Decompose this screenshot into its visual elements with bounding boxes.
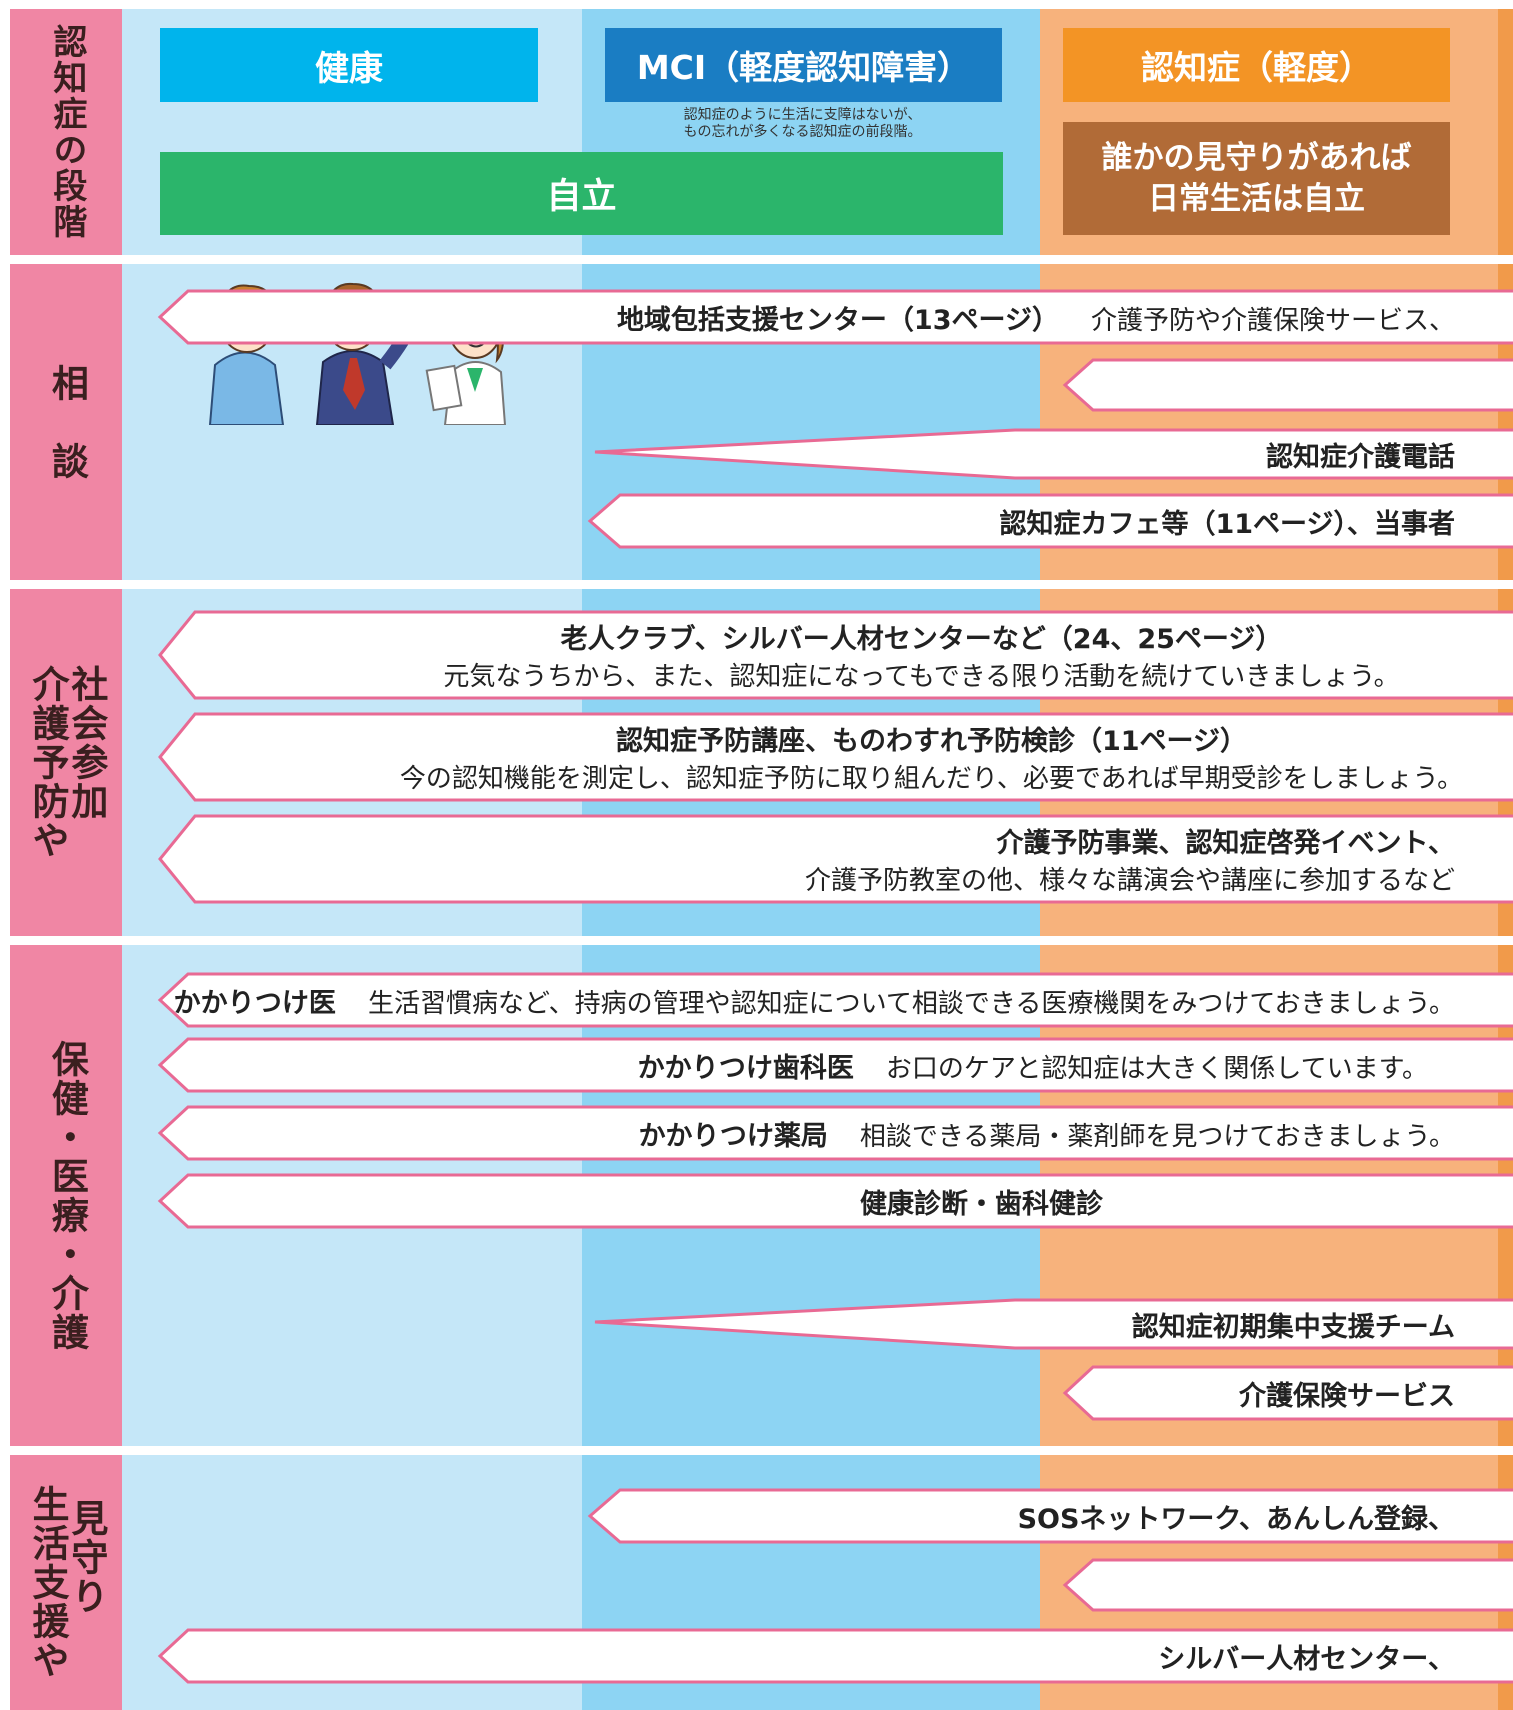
arrow-health-checkup: 健康診断・歯科健診 (157, 1173, 1513, 1229)
arrow-text: 認知症初期集中支援チーム (1132, 1300, 1455, 1348)
stage-dementia-mild: 認知症（軽度） (1063, 28, 1450, 102)
stage-health: 健康 (160, 28, 538, 102)
arrow-shape (157, 1628, 1513, 1684)
arrow-text: SOSネットワーク、あんしん登録、 (1018, 1490, 1455, 1542)
arrow-silver-center: シルバー人材センター、 (157, 1628, 1513, 1684)
arrow-text: かかりつけ薬局相談できる薬局・薬剤師を見つけておきましょう。 (639, 1107, 1455, 1159)
arrow-text: かかりつけ歯科医お口のケアと認知症は大きく関係しています。 (638, 1039, 1428, 1091)
arrow-family-dentist: かかりつけ歯科医お口のケアと認知症は大きく関係しています。 (157, 1037, 1513, 1093)
arrow-title: かかりつけ薬局 (638, 1120, 828, 1152)
row-label-prevention: 介護予防や 社会参加 (10, 589, 122, 936)
arrow-text: シルバー人材センター、 (1158, 1630, 1455, 1682)
arrow-dementia-cafe: 認知症カフェ等（11ページ）、当事者 (587, 493, 1513, 549)
stage-watch: 誰かの見守りがあれば 日常生活は自立 (1063, 122, 1450, 235)
arrow-senior-club: 老人クラブ、シルバー人材センターなど（24、25ページ） 元気なうちから、また、… (158, 610, 1513, 700)
arrow-title: 健康診断・歯科健診 (860, 1188, 1103, 1220)
stage-independent-label: 自立 (546, 177, 617, 217)
mci-note-line1: 認知症のように生活に支障はないが、 (683, 107, 922, 123)
arrow-shape (158, 814, 1513, 904)
row-separator (0, 936, 1513, 945)
arrow-prevention-course: 認知症予防講座、ものわすれ予防検診（11ページ） 今の認知機能を測定し、認知症予… (158, 712, 1513, 802)
arrow-title: 認知症予防講座、ものわすれ予防検診（11ページ） (615, 726, 1248, 757)
arrow-title: SOSネットワーク、あんしん登録、 (1017, 1503, 1455, 1535)
row-separator (0, 1446, 1513, 1455)
arrow-title: シルバー人材センター、 (1158, 1643, 1455, 1675)
stage-independent: 自立 (160, 152, 1003, 235)
arrow-text: 介護保険サービス (1239, 1367, 1455, 1419)
arrow-shape (594, 428, 1513, 480)
arrow-desc: 元気なうちから、また、認知症になってもできる限り活動を続けていきましょう。 (443, 662, 1400, 692)
arrow-shape (157, 289, 1513, 345)
arrow-text: 介護予防事業、認知症啓発イベント、 介護予防教室の他、様々な講演会や講座に参加す… (805, 816, 1455, 902)
arrow-sos-network: SOSネットワーク、あんしん登録、 (587, 1488, 1513, 1544)
arrow-shape (587, 493, 1513, 549)
stage-watch-line2: 日常生活は自立 (1148, 180, 1365, 217)
mci-note-line2: もの忘れが多くなる認知症の前段階。 (683, 124, 922, 140)
arrow-title: 介護保険サービス (1239, 1380, 1455, 1412)
arrow-title: 介護予防事業、認知症啓発イベント、 (996, 828, 1455, 859)
arrow-desc: 相談できる薬局・薬剤師を見つけておきましょう。 (859, 1121, 1455, 1152)
arrow-family-pharmacy: かかりつけ薬局相談できる薬局・薬剤師を見つけておきましょう。 (157, 1105, 1513, 1161)
arrow-shape (158, 610, 1513, 700)
stage-dementia-mild-label: 認知症（軽度） (1141, 48, 1372, 87)
arrow-title: 認知症カフェ等（11ページ）、当事者 (999, 508, 1455, 540)
row-label-stages-text: 認知症の段階 (46, 24, 87, 240)
arrow-shape (1062, 358, 1513, 412)
stage-mci: MCI（軽度認知障害） (605, 28, 1002, 102)
arrow-title: 認知症介護電話 (1266, 441, 1455, 473)
arrow-text: 地域包括支援センター（13ページ） 介護予防や介護保険サービス、 (617, 291, 1455, 343)
row-label-prevention-text-1: 介護予防や (26, 665, 69, 860)
arrow-title: かかりつけ歯科医 (637, 1052, 854, 1084)
arrow-dementia-care-phone: 認知症介護電話 (594, 428, 1513, 480)
arrow-desc: 介護予防や介護保険サービス、 (1090, 305, 1455, 336)
arrow-consult-2 (1062, 358, 1513, 412)
arrow-care-insurance: 介護保険サービス (1062, 1365, 1513, 1421)
row-label-consult: 相 談 (10, 264, 122, 580)
arrow-shape (587, 1488, 1513, 1544)
stage-watch-line1: 誰かの見守りがあれば (1101, 139, 1412, 176)
row-label-medical: 保健・医療・介護 (10, 945, 122, 1446)
row-label-prevention-text-2: 社会参加 (64, 664, 108, 821)
arrow-text: 認知症カフェ等（11ページ）、当事者 (999, 495, 1455, 547)
row-label-stages: 認知症の段階 (10, 9, 122, 255)
arrow-text: 健康診断・歯科健診 (860, 1175, 1103, 1227)
arrow-shape (594, 1298, 1513, 1350)
row-label-medical-text: 保健・医療・介護 (45, 1039, 89, 1352)
arrow-initial-support-team: 認知症初期集中支援チーム (594, 1298, 1513, 1350)
arrow-life-2 (1062, 1558, 1513, 1612)
mci-note: 認知症のように生活に支障はないが、 もの忘れが多くなる認知症の前段階。 (605, 107, 1000, 141)
arrow-shape (157, 1037, 1513, 1093)
arrow-shape (157, 1173, 1513, 1229)
row-label-consult-text: 相 談 (45, 363, 89, 481)
arrow-title: かかりつけ医 (173, 987, 336, 1019)
arrow-shape (158, 712, 1513, 802)
arrow-text: 認知症予防講座、ものわすれ予防検診（11ページ） 今の認知機能を測定し、認知症予… (330, 714, 1513, 800)
arrow-title: 老人クラブ、シルバー人材センターなど（24、25ページ） (560, 624, 1283, 655)
arrow-text: かかりつけ医生活習慣病など、持病の管理や認知症について相談できる医療機関をみつけ… (174, 974, 1455, 1026)
arrow-shape (157, 972, 1513, 1028)
row-separator (0, 255, 1513, 264)
stage-mci-label: MCI（軽度認知障害） (636, 48, 971, 87)
arrow-shape (1062, 1365, 1513, 1421)
row-label-life: 生活支援や 見守り (10, 1455, 122, 1710)
stage-health-label: 健康 (315, 48, 383, 89)
row-label-life-text-2: 見守り (64, 1499, 108, 1616)
arrow-desc: お口のケアと認知症は大きく関係しています。 (885, 1053, 1428, 1084)
arrow-text: 認知症介護電話 (1266, 430, 1455, 478)
arrow-shape (1062, 1558, 1513, 1612)
arrow-shape (157, 1105, 1513, 1161)
arrow-text: 老人クラブ、シルバー人材センターなど（24、25ページ） 元気なうちから、また、… (330, 612, 1513, 698)
row-separator (0, 580, 1513, 589)
arrow-desc: 今の認知機能を測定し、認知症予防に取り組んだり、必要であれば早期受診をしましょう… (399, 764, 1464, 794)
arrow-desc: 生活習慣病など、持病の管理や認知症について相談できる医療機関をみつけておきましょ… (367, 988, 1455, 1019)
row-separator (0, 0, 1513, 9)
arrow-title: 認知症初期集中支援チーム (1131, 1311, 1455, 1343)
arrow-title: 地域包括支援センター（13ページ） (616, 304, 1059, 336)
arrow-prevention-events: 介護予防事業、認知症啓発イベント、 介護予防教室の他、様々な講演会や講座に参加す… (158, 814, 1513, 904)
arrow-desc: 介護予防教室の他、様々な講演会や講座に参加するなど (804, 866, 1455, 896)
arrow-community-support-center: 地域包括支援センター（13ページ） 介護予防や介護保険サービス、 (157, 289, 1513, 345)
arrow-family-doctor: かかりつけ医生活習慣病など、持病の管理や認知症について相談できる医療機関をみつけ… (157, 972, 1513, 1028)
row-label-life-text-1: 生活支援や (26, 1485, 69, 1680)
